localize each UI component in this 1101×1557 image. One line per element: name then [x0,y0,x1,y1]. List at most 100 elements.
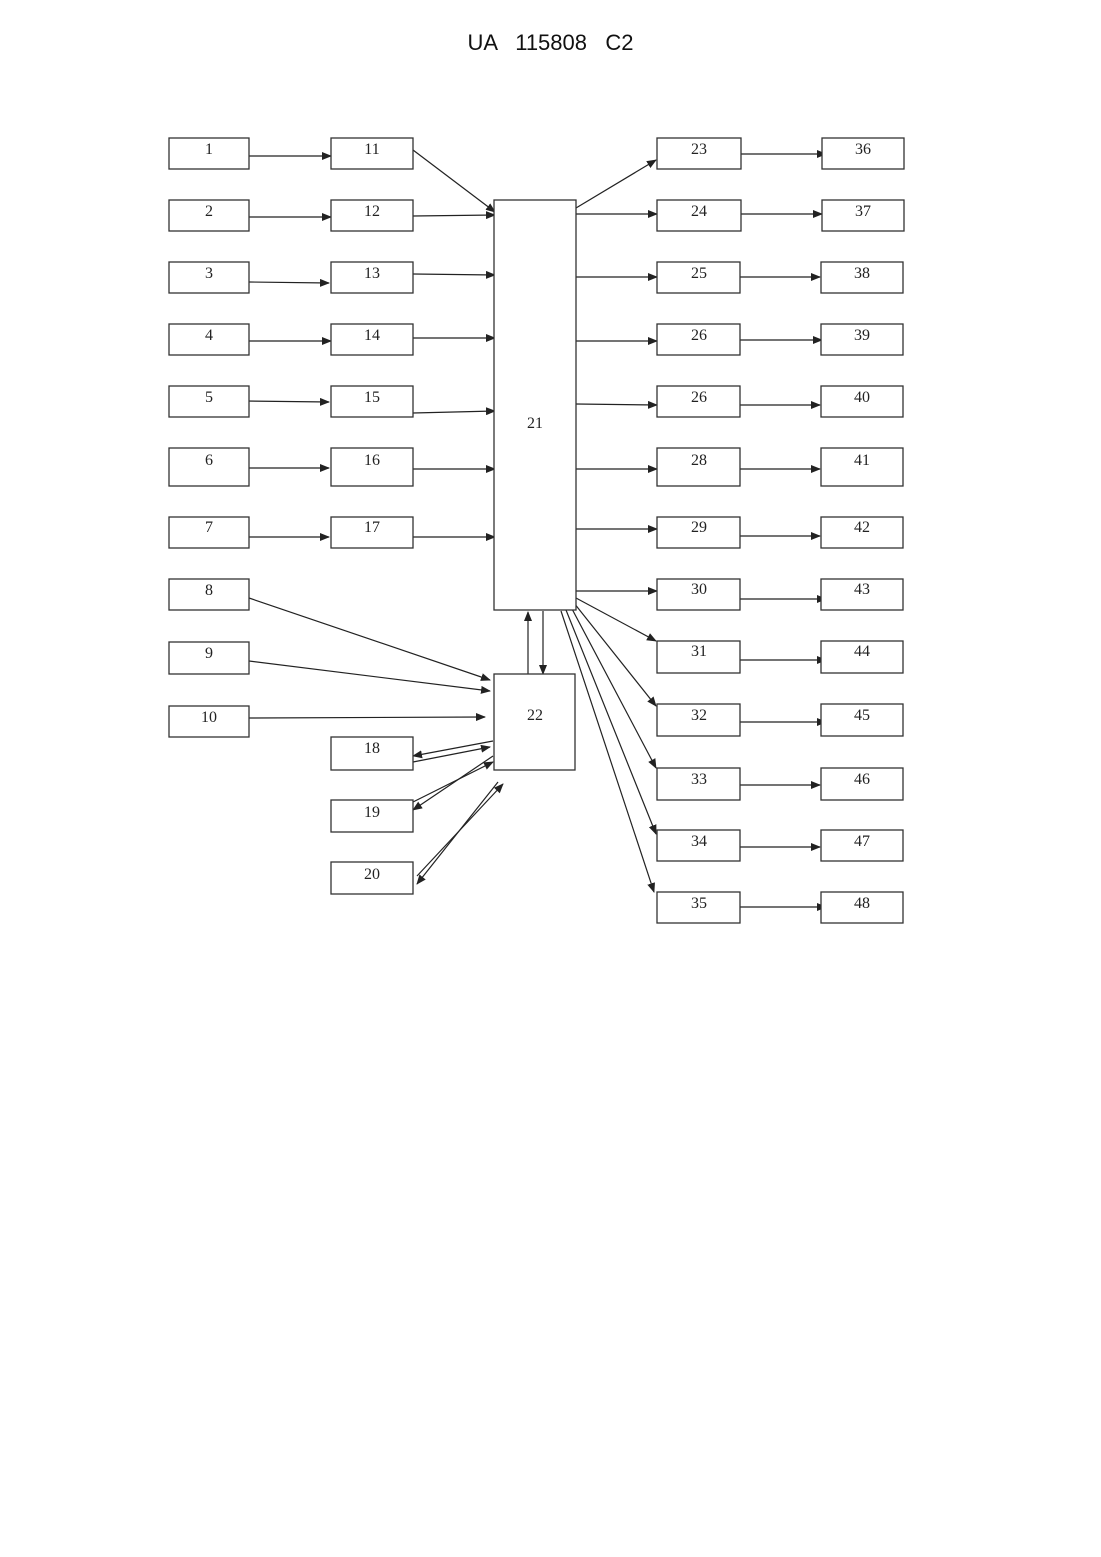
block-label: 7 [205,519,213,536]
block-label: 37 [855,203,871,220]
arrow-10-22 [249,717,485,718]
block-40: 40 [821,386,903,417]
arrow-13-21 [413,274,495,275]
block-28: 28 [657,448,740,486]
blocks: 1 2 3 4 5 6 7 8 9 10 11 12 13 14 15 16 1… [169,138,904,923]
block-46: 46 [821,768,903,800]
block-23: 23 [657,138,741,169]
block-24: 24 [657,200,741,231]
block-label: 1 [205,141,213,158]
block-21: 21 [494,200,576,610]
block-label: 33 [691,771,707,788]
block-15: 15 [331,386,413,417]
block-19: 19 [331,800,413,832]
block-label: 46 [854,771,870,788]
block-label: 14 [364,327,380,344]
block-35: 35 [657,892,740,923]
block-label: 20 [364,866,380,883]
block-label: 28 [691,452,707,469]
block-16: 16 [331,448,413,486]
block-label: 32 [691,707,707,724]
block-41: 41 [821,448,903,486]
arrow-19-22 [413,762,493,802]
block-label: 31 [691,643,707,660]
arrow-20-22 [417,784,503,876]
block-2: 2 [169,200,249,231]
arrow-21-23 [576,160,656,208]
block-38: 38 [821,262,903,293]
block-13: 13 [331,262,413,293]
block-1: 1 [169,138,249,169]
block-label: 41 [854,452,870,469]
block-label: 21 [527,415,543,432]
block-label: 19 [364,804,380,821]
block-label: 40 [854,389,870,406]
block-label: 48 [854,895,870,912]
arrow-5-15 [245,401,329,402]
block-37: 37 [822,200,904,231]
block-12: 12 [331,200,413,231]
arrow-21-31 [576,598,656,641]
block-label: 2 [205,203,213,220]
block-32: 32 [657,704,740,736]
block-label: 16 [364,452,380,469]
block-label: 23 [691,141,707,158]
block-48: 48 [821,892,903,923]
block-label: 12 [364,203,380,220]
block-43: 43 [821,579,903,610]
block-42: 42 [821,517,903,548]
block-label: 10 [201,709,217,726]
block-label: 43 [854,581,870,598]
block-14: 14 [331,324,413,355]
block-34: 34 [657,830,740,861]
block-47: 47 [821,830,903,861]
arrow-22-19 [413,756,493,810]
arrow-21-34 [566,610,656,834]
block-label: 47 [854,833,870,850]
arrow-15-21 [413,411,495,413]
block-label: 38 [854,265,870,282]
block-label: 17 [364,519,380,536]
block-label: 8 [205,582,213,599]
block-10: 10 [169,706,249,737]
block-label: 6 [205,452,213,469]
block-label: 18 [364,740,380,757]
block-label: 42 [854,519,870,536]
block-26b: 26 [657,386,740,417]
block-30: 30 [657,579,740,610]
block-4: 4 [169,324,249,355]
arrow-21-26b [576,404,657,405]
block-45: 45 [821,704,903,736]
block-label: 34 [691,833,707,850]
block-9: 9 [169,642,249,674]
block-39: 39 [821,324,903,355]
arrow-3-13 [249,282,329,283]
block-29: 29 [657,517,740,548]
block-label: 30 [691,581,707,598]
block-label: 29 [691,519,707,536]
block-label: 4 [205,327,213,344]
block-22: 22 [494,674,575,770]
block-label: 39 [854,327,870,344]
block-label: 9 [205,645,213,662]
block-18: 18 [331,737,413,770]
block-label: 13 [364,265,380,282]
block-33: 33 [657,768,740,800]
block-label: 35 [691,895,707,912]
block-5: 5 [169,386,249,417]
block-17: 17 [331,517,413,548]
block-8: 8 [169,579,249,610]
arrow-9-22 [249,661,490,691]
block-label: 3 [205,265,213,282]
block-20: 20 [331,862,413,894]
block-label: 15 [364,389,380,406]
arrow-21-33 [571,607,656,768]
block-6: 6 [169,448,249,486]
block-25: 25 [657,262,740,293]
block-label: 11 [364,141,379,158]
block-label: 26 [691,389,707,406]
block-31: 31 [657,641,740,673]
block-7: 7 [169,517,249,548]
block-26a: 26 [657,324,740,355]
